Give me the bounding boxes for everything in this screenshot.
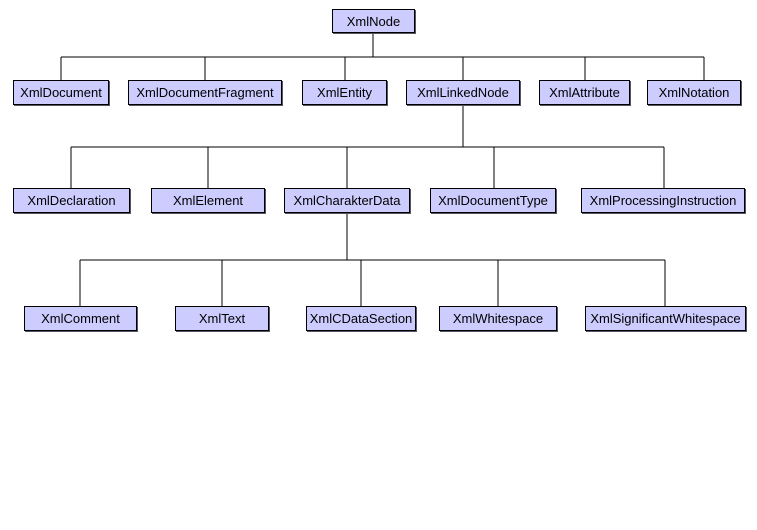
node-xmlattribute: XmlAttribute xyxy=(539,80,630,105)
node-xmlcharakterdata: XmlCharakterData xyxy=(284,188,410,213)
node-xmltext: XmlText xyxy=(175,306,269,331)
node-xmlprocessinginstruction: XmlProcessingInstruction xyxy=(581,188,745,213)
node-xmlnotation: XmlNotation xyxy=(647,80,741,105)
node-xmlnode: XmlNode xyxy=(332,9,415,33)
node-xmldocument: XmlDocument xyxy=(13,80,109,105)
node-xmldeclaration: XmlDeclaration xyxy=(13,188,130,213)
node-xmlcomment: XmlComment xyxy=(24,306,137,331)
node-xmlsignificantwhitespace: XmlSignificantWhitespace xyxy=(585,306,746,331)
node-xmllinkednode: XmlLinkedNode xyxy=(406,80,520,105)
node-xmlelement: XmlElement xyxy=(151,188,265,213)
node-xmlentity: XmlEntity xyxy=(302,80,387,105)
node-xmldocumenttype: XmlDocumentType xyxy=(430,188,556,213)
node-xmlcdatasection: XmlCDataSection xyxy=(306,306,416,331)
node-xmldocumentfragment: XmlDocumentFragment xyxy=(128,80,282,105)
node-xmlwhitespace: XmlWhitespace xyxy=(439,306,557,331)
